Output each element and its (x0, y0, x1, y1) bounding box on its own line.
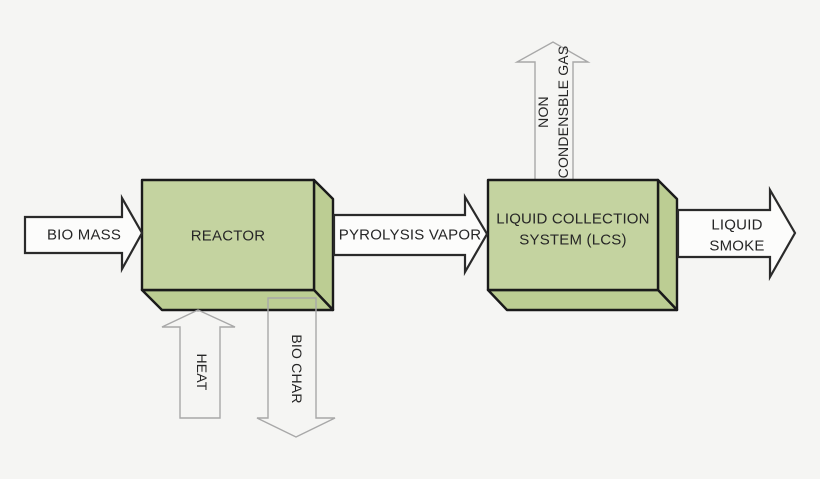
heat-label: HEAT (193, 353, 210, 391)
non-condensble-gas-label: NON CONDENSBLE GAS (534, 46, 574, 179)
pyrolysis-vapor-label: PYROLYSIS VAPOR (338, 226, 482, 244)
lcs-label-line2: SYSTEM (LCS) (519, 232, 627, 249)
lcs-box-bottom (486, 288, 679, 312)
reactor-box-front (140, 178, 316, 292)
non-condensble-gas-label-line2: CONDENSBLE GAS (555, 45, 571, 179)
reactor-label: REACTOR (190, 227, 266, 245)
bio-mass-label: BIO MASS (46, 226, 122, 244)
pyrolysis-vapor-arrow-shape (332, 192, 489, 277)
bio-char-label: BIO CHAR (288, 334, 305, 404)
reactor-box-side (312, 178, 335, 312)
lcs-box-side (656, 178, 679, 312)
liquid-smoke-label: LIQUID SMOKE (709, 215, 764, 258)
lcs-label-line1: LIQUID COLLECTION (496, 210, 650, 228)
non-condensble-gas-label-line1: NON (535, 96, 552, 128)
lcs-label: LIQUID COLLECTION SYSTEM (LCS) (496, 209, 649, 252)
liquid-smoke-arrow-shape (676, 185, 797, 282)
reactor-box-bottom (140, 288, 335, 312)
lcs-box-front (486, 178, 660, 292)
bio-char-arrow-shape (256, 297, 336, 438)
liquid-smoke-label-line2: SMOKE (709, 238, 765, 255)
bio-mass-arrow-shape (23, 193, 144, 274)
liquid-smoke-label-line1: LIQUID (711, 216, 763, 234)
heat-arrow-shape (161, 309, 236, 419)
non-condensble-gas-arrow-shape (514, 41, 591, 181)
